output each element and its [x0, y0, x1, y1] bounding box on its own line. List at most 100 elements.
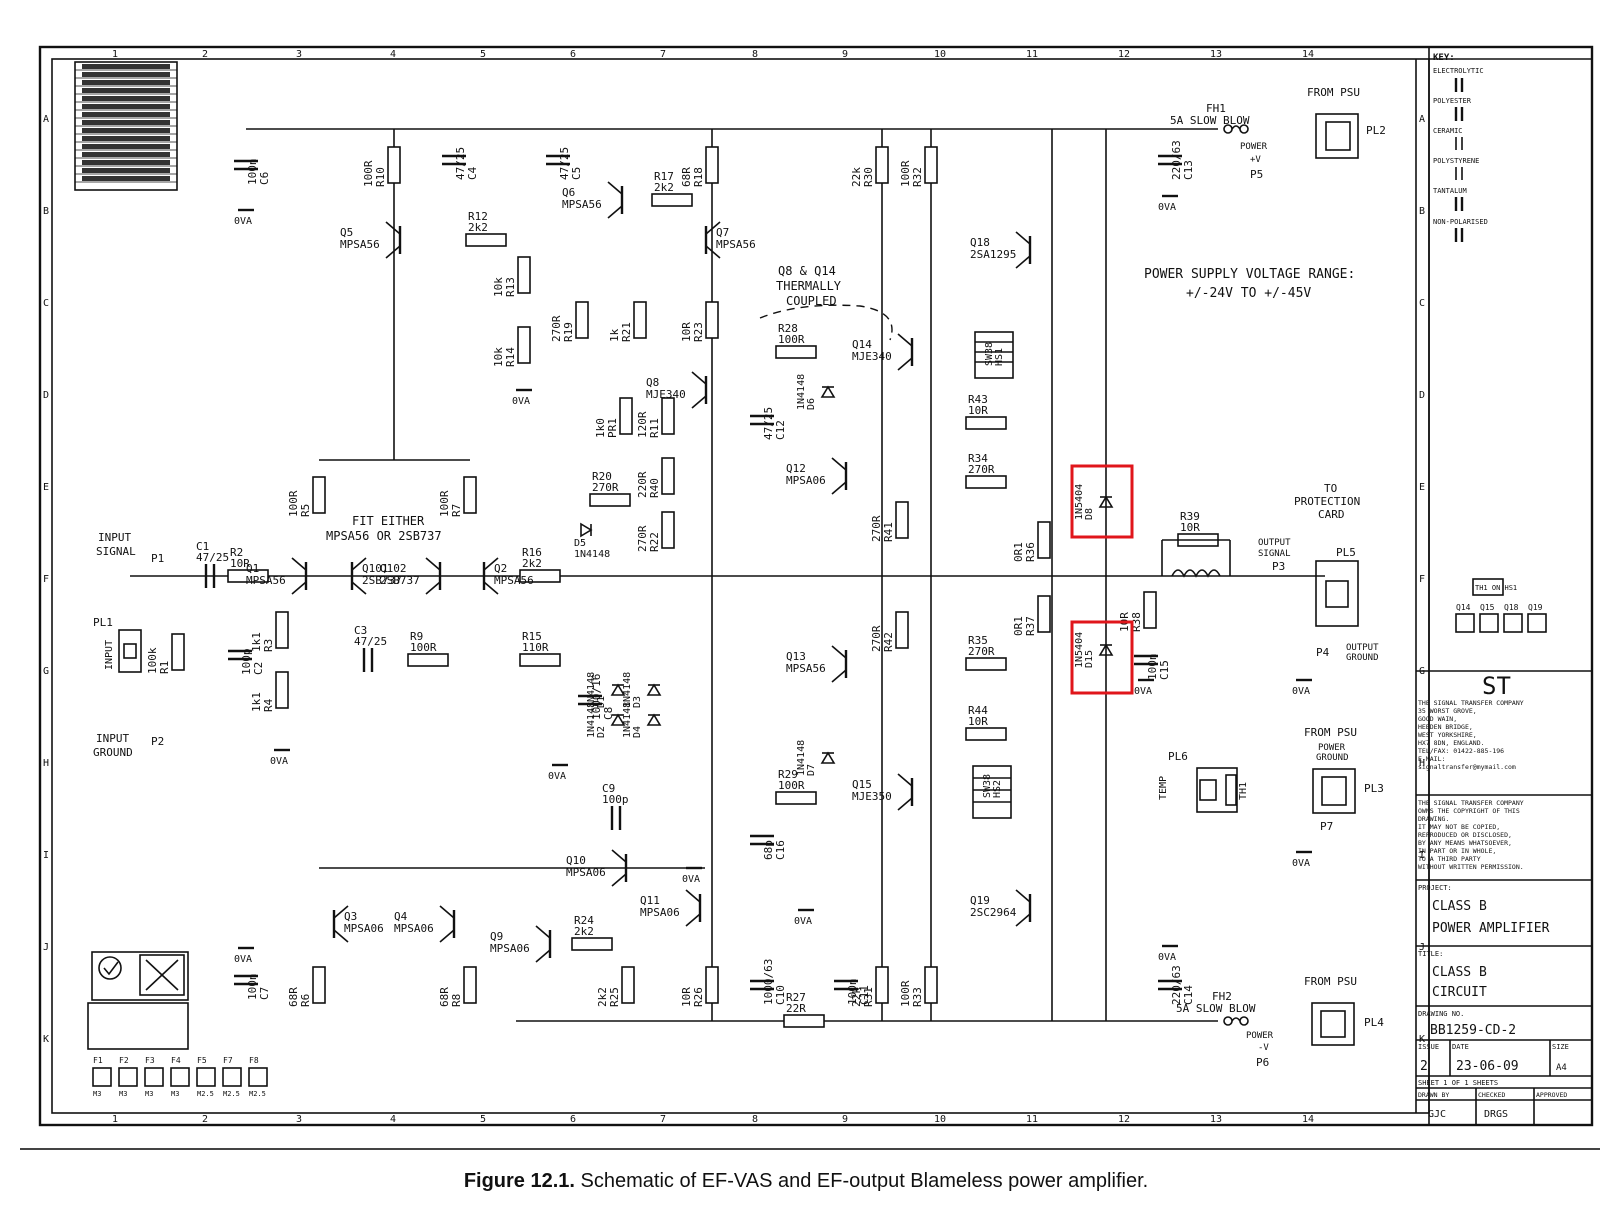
fuse-box-f5 [196, 1067, 216, 1087]
fuse-box-f2 [118, 1067, 138, 1087]
transistor-collector-q11 [685, 889, 701, 903]
label-val-r39: 10R [1180, 521, 1200, 534]
transistor-collector-q4 [439, 905, 455, 919]
title-block-text-33: DRAWN BY [1418, 1091, 1449, 1099]
resistor-r4 [275, 671, 289, 709]
label-val-r13: 10k [492, 277, 505, 297]
title-block-text-37: DRGS [1484, 1109, 1508, 1120]
grid-col-bottom-3: 3 [296, 1114, 302, 1125]
parts-row-text [82, 176, 170, 181]
label-val-r33: 100R [899, 980, 912, 1007]
label-val-r12: 2k2 [468, 221, 488, 234]
label-ref-r2: R2 [230, 546, 243, 559]
heatsink-head-q18: Q18 [1504, 603, 1519, 612]
parts-row-text [82, 104, 170, 109]
label-ref-q18: Q18 [970, 236, 990, 249]
power-ground-label-2: GROUND [1316, 753, 1349, 763]
fuse-fh2 [1223, 1016, 1249, 1026]
label-val-q10: MPSA06 [566, 866, 606, 879]
label-val-q101: 2SB737 [362, 574, 402, 587]
fuse-type-f8: M2.5 [249, 1090, 266, 1098]
inductor-l1 [1161, 539, 1231, 578]
title-block-text-36: GJC [1428, 1109, 1446, 1120]
transistor-emitter-q12 [831, 481, 847, 495]
rails [130, 128, 1325, 1022]
resistor-r12 [465, 233, 507, 247]
label-val-r20: 270R [592, 481, 619, 494]
label-ref-q4: Q4 [394, 910, 408, 923]
label-ref-r40: R40 [648, 478, 661, 498]
resistor-r43 [965, 416, 1007, 430]
resistor-r17 [651, 193, 693, 207]
transistor-emitter-q18 [1015, 255, 1031, 269]
title-block-text-3: HEBDEN BRIDGE, [1418, 723, 1473, 731]
resistor-r35 [965, 657, 1007, 671]
resistor-r41 [895, 501, 909, 539]
resistor-r8 [463, 966, 477, 1004]
grid-col-bottom-12: 12 [1118, 1114, 1130, 1125]
connector-pl4 [1311, 1002, 1355, 1046]
from-psu-top-label: FROM PSU [1307, 86, 1360, 99]
label-ref-r8: R8 [450, 994, 463, 1007]
power-pos-label-1: POWER [1240, 142, 1268, 152]
grid-col-top-11: 11 [1026, 49, 1038, 60]
grid-row-right-J: J [1419, 942, 1425, 953]
connector-pl1 [118, 629, 142, 673]
input-signal-label-2: SIGNAL [96, 545, 136, 558]
thermal-note-2: THERMALLY [776, 279, 842, 293]
label-val-d1: 1N4148 [586, 672, 597, 708]
transistor-collector-q9 [535, 925, 551, 939]
resistor-r15 [519, 653, 561, 667]
label-val-c4: 47/25 [454, 147, 467, 180]
diode-d4 [646, 713, 662, 726]
title-block-text-13: REPRODUCED OR DISCLOSED, [1418, 831, 1512, 839]
transistor-collector-q13 [831, 645, 847, 659]
resistor-r40 [661, 457, 675, 495]
key-title: KEY: [1433, 53, 1455, 63]
heatsink-box-q14 [1455, 613, 1475, 633]
label-ref-q7: Q7 [716, 226, 729, 239]
resistor-r27 [783, 1014, 825, 1028]
label-ref-r6: R6 [299, 994, 312, 1007]
title-block-text-35: APPROVED [1536, 1091, 1567, 1099]
to-protection-label-2: PROTECTION [1294, 495, 1360, 508]
ground-label-6: 0VA [1292, 686, 1310, 697]
resistor-r34 [965, 475, 1007, 489]
title-block-text-4: WEST YORKSHIRE, [1418, 731, 1477, 739]
ground-label-5: 0VA [682, 874, 700, 885]
label-val-r2: 10R [230, 557, 250, 570]
output-signal-label-1: OUTPUT [1258, 538, 1291, 548]
p7-label: P7 [1320, 820, 1333, 833]
p3-label: P3 [1272, 560, 1285, 573]
heatsink-hs2 [972, 765, 1012, 819]
label-val-r26: 10R [680, 987, 693, 1007]
resistor-r16 [519, 569, 561, 583]
resistor-r18 [705, 146, 719, 184]
title-block-text-11: DRAWING. [1418, 815, 1449, 823]
label-ref-r43: R43 [968, 393, 988, 406]
power-neg-label-2: -V [1258, 1043, 1269, 1053]
label-val-r34: 270R [968, 463, 995, 476]
transistor-emitter-q3 [333, 929, 349, 943]
grid-row-right-E: E [1419, 482, 1425, 493]
connector-labels: INPUT SIGNAL P1 INPUT GROUND P2 PL1 FROM… [93, 86, 1386, 1069]
label-val-c12: 47/25 [762, 407, 775, 440]
fuse-box-f4 [170, 1067, 190, 1087]
fuse-ref-f8: F8 [249, 1056, 259, 1065]
grid-col-bottom-10: 10 [934, 1114, 946, 1125]
title-block-text-19: CLASS B [1432, 899, 1487, 914]
grid-col-bottom-5: 5 [480, 1114, 486, 1125]
label-val-r21: 1k [608, 328, 621, 342]
grid-col-bottom-6: 6 [570, 1114, 576, 1125]
resistor-r28 [775, 345, 817, 359]
label-val-c11: 100n [846, 979, 859, 1006]
grid-row-left-H: H [43, 758, 49, 769]
label-val-r35: 270R [968, 645, 995, 658]
title-block-text-22: CLASS B [1432, 965, 1487, 980]
label-ref-c2: C2 [252, 662, 265, 675]
transistor-emitter-q4 [439, 929, 455, 943]
parts-row-text [82, 72, 170, 77]
label-ref-c11: C11 [858, 985, 871, 1005]
label-val-r43: 10R [968, 404, 988, 417]
label-val-r17: 2k2 [654, 181, 674, 194]
